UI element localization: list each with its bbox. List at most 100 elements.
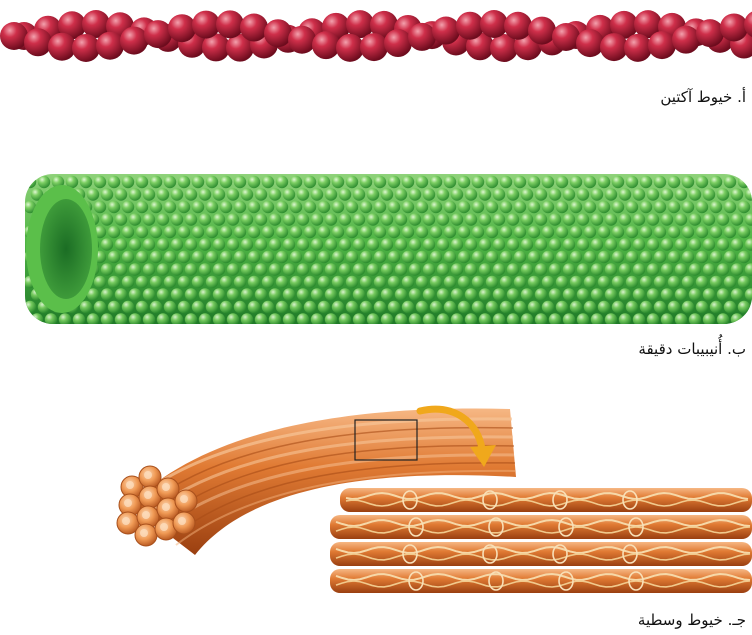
tubulin-subunit (227, 288, 239, 300)
tubulin-subunit (297, 188, 309, 200)
tubulin-subunit (465, 188, 477, 200)
tubulin-subunit (276, 201, 288, 213)
actin-bead (576, 29, 604, 57)
tubulin-subunit (94, 301, 106, 313)
tubulin-subunit (416, 201, 428, 213)
tubulin-subunit (59, 313, 71, 325)
actin-bead (240, 14, 268, 42)
tubulin-subunit (101, 313, 113, 325)
tubulin-subunit (654, 201, 666, 213)
tubulin-subunit (276, 301, 288, 313)
tubulin-subunit (682, 251, 694, 263)
tubulin-subunit (171, 213, 183, 225)
tubulin-subunit (437, 238, 449, 250)
actin-filament (0, 0, 752, 80)
tubulin-subunit (556, 251, 568, 263)
actin-bead (360, 33, 388, 61)
tubulin-subunit (395, 213, 407, 225)
tubulin-subunit (731, 238, 743, 250)
tubulin-subunit (584, 251, 596, 263)
tubulin-subunit (535, 238, 547, 250)
tubulin-subunit (668, 226, 680, 238)
tubulin-subunit (108, 301, 120, 313)
tubulin-subunit (73, 313, 85, 325)
tubulin-subunit (626, 176, 638, 188)
tubulin-subunit (437, 288, 449, 300)
intermediate-filaments (0, 405, 752, 605)
tubulin-subunit (101, 213, 113, 225)
tubulin-subunit (479, 238, 491, 250)
tubulin-subunit (136, 226, 148, 238)
tubulin-subunit (668, 176, 680, 188)
tubulin-subunit (731, 213, 743, 225)
tubulin-subunit (192, 251, 204, 263)
actin-bead (600, 33, 628, 61)
actin-bead (24, 28, 52, 56)
tubulin-subunit (668, 276, 680, 288)
tubulin-subunit (346, 301, 358, 313)
actin-bead (0, 22, 28, 50)
tubulin-subunit (612, 176, 624, 188)
tubulin-subunit (423, 213, 435, 225)
tubulin-subunit (206, 176, 218, 188)
tubulin-subunit (269, 263, 281, 275)
tubulin-subunit (598, 276, 610, 288)
tubulin-subunit (437, 313, 449, 325)
tubulin-subunit (577, 238, 589, 250)
tubulin-subunit (332, 176, 344, 188)
tubulin-subunit (283, 313, 295, 325)
tubulin-subunit (738, 301, 750, 313)
tubulin-subunit (633, 288, 645, 300)
tubulin-subunit (486, 301, 498, 313)
tubulin-subunit (535, 213, 547, 225)
tubulin-subunit (318, 176, 330, 188)
tubulin-subunit (696, 276, 708, 288)
tubulin-subunit (360, 301, 372, 313)
tubulin-subunit (675, 313, 687, 325)
tubulin-subunit (164, 276, 176, 288)
tubulin-subunit (570, 276, 582, 288)
tubulin-subunit (682, 226, 694, 238)
tubulin-subunit (143, 213, 155, 225)
tubulin-subunit (241, 238, 253, 250)
tubulin-subunit (633, 263, 645, 275)
tubulin-subunit (647, 263, 659, 275)
tubulin-subunit (108, 226, 120, 238)
tubulin-subunit (227, 188, 239, 200)
tubulin-subunit (486, 276, 498, 288)
tubulin-subunit (619, 188, 631, 200)
tubulin-subunit (703, 238, 715, 250)
tubulin-subunit (647, 213, 659, 225)
tubulin-subunit (717, 213, 729, 225)
tubulin-subunit (640, 276, 652, 288)
tubulin-subunit (682, 201, 694, 213)
tubulin-subunit (171, 263, 183, 275)
tubulin-subunit (234, 176, 246, 188)
tubulin-subunit (549, 213, 561, 225)
tubulin-subunit (717, 263, 729, 275)
tubulin-subunit (150, 226, 162, 238)
tubulin-subunit (101, 288, 113, 300)
microtubule-panel: ب. أُنيبيبات دقيقة (0, 160, 752, 375)
tubulin-subunit (381, 213, 393, 225)
tubulin-subunit (108, 276, 120, 288)
tubulin-subunit (542, 201, 554, 213)
tubulin-subunit (255, 313, 267, 325)
actin-bead (624, 34, 652, 62)
tubulin-subunit (619, 313, 631, 325)
tubulin-subunit (94, 201, 106, 213)
tubulin-subunit (507, 288, 519, 300)
intermediate-caption: جـ. خيوط وسطية (638, 611, 746, 629)
actin-bead (216, 10, 244, 38)
tubulin-subunit (416, 301, 428, 313)
tubulin-subunit (388, 201, 400, 213)
tubulin-subunit (577, 313, 589, 325)
tubulin-subunit (143, 313, 155, 325)
tubulin-subunit (213, 213, 225, 225)
tubulin-subunit (493, 213, 505, 225)
tubulin-subunit (444, 226, 456, 238)
tubulin-subunit (199, 288, 211, 300)
tubulin-subunit (206, 276, 218, 288)
tubulin-subunit (675, 213, 687, 225)
tubulin-subunit (493, 313, 505, 325)
